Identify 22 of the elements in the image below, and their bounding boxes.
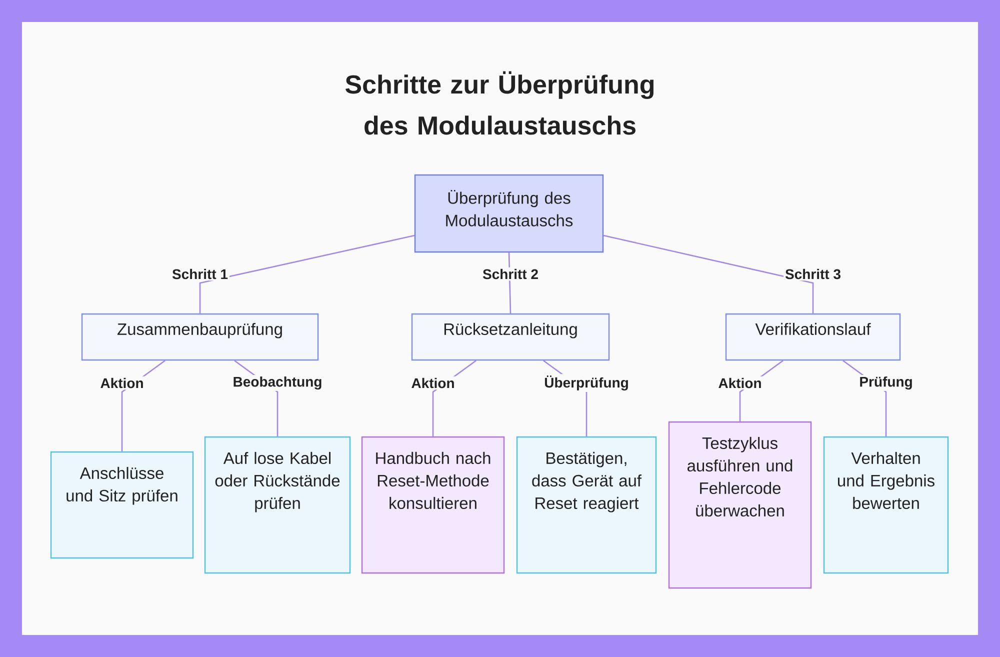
edge-label: Aktion xyxy=(98,376,146,390)
edge-label: Aktion xyxy=(716,376,764,390)
step-box: Zusammenbauprüfung xyxy=(81,313,319,361)
edge-label: Schritt 3 xyxy=(784,267,843,281)
step-box: Verifikationslauf xyxy=(725,313,901,361)
title: Schritte zur Überprüfung des Modulaustauschs xyxy=(345,71,654,135)
edge-label: Prüfung xyxy=(858,374,914,392)
task-box: Testzyklus ausführen und Fehlercode überwachen xyxy=(668,421,812,589)
edge-label: Beobachtung xyxy=(231,374,324,392)
task-box: Bestätigen, dass Gerät auf Reset reagiert xyxy=(516,436,657,574)
connector xyxy=(603,234,814,314)
step-box: Rücksetzanleitung xyxy=(411,313,610,361)
root-box: Überprüfung des Modulaustauschs xyxy=(414,174,604,253)
connector xyxy=(199,234,415,314)
task-box: Auf lose Kabel oder Rückstände prüfen xyxy=(204,436,351,574)
edge-label: Überprüfung xyxy=(542,374,630,392)
edge-label: Schritt 1 xyxy=(170,267,230,281)
task-box: Handbuch nach Reset-Methode konsultieren xyxy=(361,436,505,574)
task-box: Anschlüsse und Sitz prüfen xyxy=(50,451,194,559)
task-box: Verhalten und Ergebnis bewerten xyxy=(823,436,949,574)
edge-label: Aktion xyxy=(410,376,456,390)
edge-label: Schritt 2 xyxy=(481,267,540,281)
